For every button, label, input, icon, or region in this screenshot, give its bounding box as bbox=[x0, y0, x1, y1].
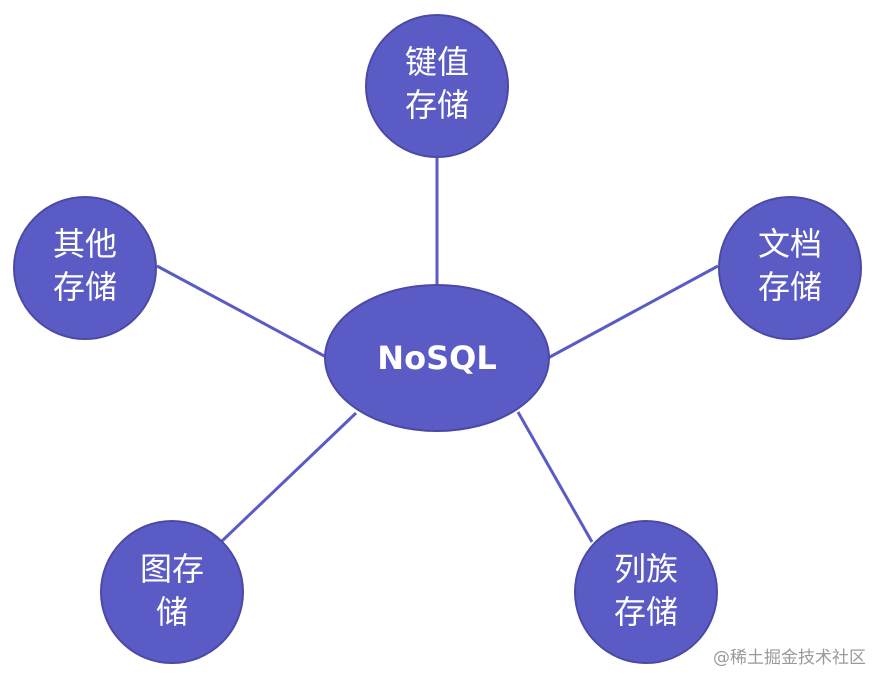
node-kv-line2: 存储 bbox=[405, 86, 469, 124]
node-doc-circle bbox=[718, 196, 862, 340]
node-graph-line1: 图存 bbox=[140, 550, 204, 588]
node-doc-line2: 存储 bbox=[758, 268, 822, 306]
watermark: @稀土掘金技术社区 bbox=[713, 648, 866, 668]
edge-doc bbox=[547, 264, 719, 360]
node-other-circle bbox=[13, 196, 157, 340]
edges bbox=[156, 155, 719, 543]
node-other: 其他 存储 bbox=[13, 196, 157, 340]
edge-col bbox=[516, 411, 594, 543]
edge-graph bbox=[220, 411, 358, 543]
node-col-line1: 列族 bbox=[614, 550, 678, 588]
center-node: NoSQL bbox=[324, 284, 550, 432]
node-kv-circle bbox=[365, 14, 509, 158]
edge-other bbox=[156, 264, 329, 360]
node-graph: 图存 储 bbox=[100, 520, 244, 664]
node-kv: 键值 存储 bbox=[365, 14, 509, 158]
node-other-line2: 存储 bbox=[53, 268, 117, 306]
node-other-line1: 其他 bbox=[53, 225, 117, 263]
node-graph-line2: 储 bbox=[156, 593, 188, 631]
node-graph-circle bbox=[100, 520, 244, 664]
node-kv-line1: 键值 bbox=[405, 43, 469, 81]
node-doc-line1: 文档 bbox=[758, 225, 822, 263]
center-label: NoSQL bbox=[377, 339, 496, 377]
node-doc: 文档 存储 bbox=[718, 196, 862, 340]
node-col-circle bbox=[574, 520, 718, 664]
center-ellipse bbox=[324, 284, 550, 432]
node-col-line2: 存储 bbox=[614, 593, 678, 631]
node-col: 列族 存储 bbox=[574, 520, 718, 664]
